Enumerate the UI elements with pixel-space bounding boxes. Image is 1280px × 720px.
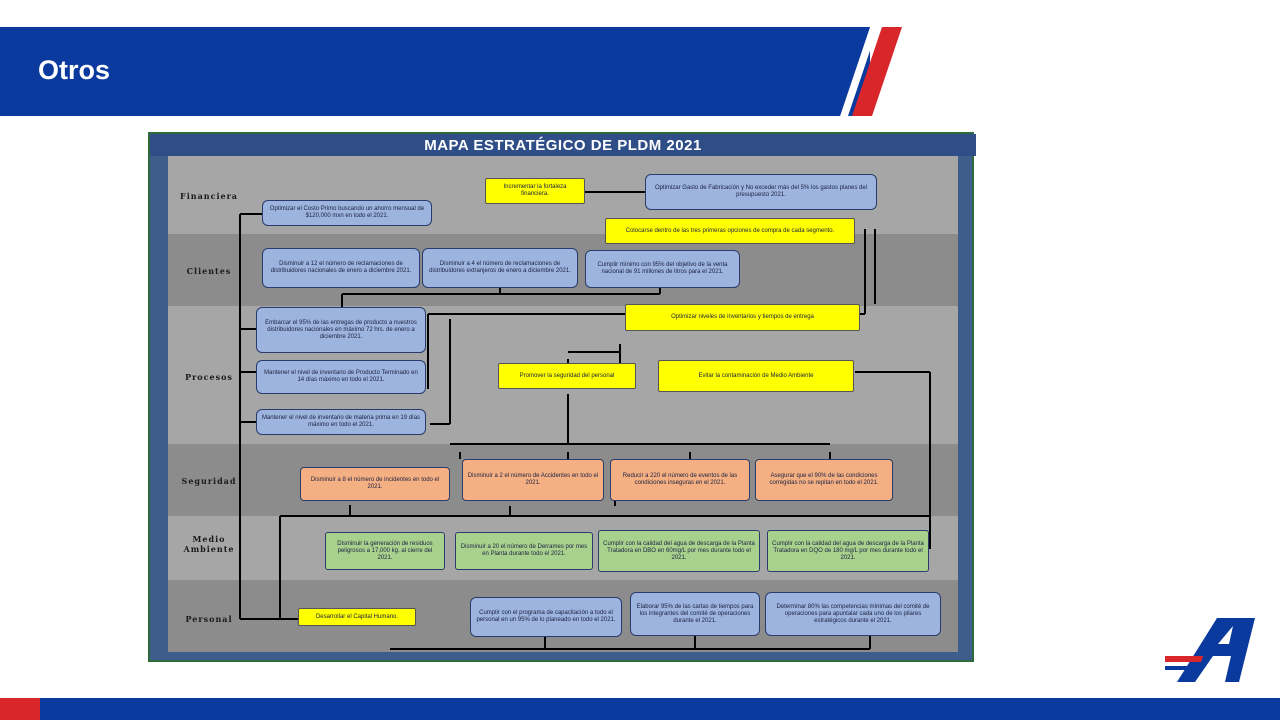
objective-capital-humano: Desarrollar el Capital Humano. [298,608,416,626]
objective-optimizar-inventarios: Optimizar niveles de inventarios y tiemp… [625,304,860,331]
objective-fortaleza-financiera: Incrementar la fortaleza financiera. [485,178,585,204]
objective-seguridad-personal: Promover la seguridad del personal [498,363,636,389]
objective-gasto-fabricacion: Optimizar Gasto de Fabricación y No exce… [645,174,877,210]
objective-incidentes: Disminuir a 8 el número de incidentes en… [300,467,450,501]
slide-title: Otros [38,55,111,85]
objective-residuos-peligrosos: Disminuir la generación de residuos peli… [325,532,445,570]
objective-competencias: Determinar 80% las competencias mínimas … [765,592,941,636]
objective-costo-primo: Optimizar el Costo Primo buscando un aho… [262,200,432,226]
band-label-clientes: Clientes [186,266,232,276]
objective-agua-dbo: Cumplir con la calidad del agua de desca… [598,530,760,572]
map-title: MAPA ESTRATÉGICO DE PLDM 2021 [424,137,702,154]
objective-cartas-tiempos: Elaborar 95% de las cartas de tiempos pa… [630,592,760,636]
header-band [0,27,870,116]
objective-materia-prima: Mantener el nivel de inventario de mater… [256,409,426,435]
objective-accidentes: Disminuir a 2 el número de Accidentes en… [462,459,604,501]
band-label-financiera: Financiera [180,191,238,201]
objective-embarcar: Embarcar el 95% de las entregas de produ… [256,307,426,353]
band-label-seguridad: Seguridad [181,476,237,486]
objective-contaminacion: Evitar la contaminación de Medio Ambient… [658,360,854,392]
band-label-medio-ambiente: Medio Ambiente [183,534,235,554]
objective-reclamaciones-extranjeros: Disminuir a 4 el número de reclamaciones… [422,248,578,288]
objective-venta-nacional: Cumplir mínimo con 95% del objetivo de l… [585,250,740,288]
objective-capacitacion: Cumplir con el programa de capacitación … [470,597,622,637]
band-label-personal: Personal [185,614,233,624]
objective-agua-dqo: Cumplir con la calidad del agua de desca… [767,530,929,572]
company-logo [1165,618,1255,682]
header-stripes [830,27,902,116]
objective-condiciones-inseguras: Reducir a 220 el número de eventos de la… [610,459,750,501]
band-label-procesos: Procesos [185,372,233,382]
footer-band [0,698,1280,720]
footer-accent [0,698,40,720]
objective-asegurar-condiciones: Asegurar que el 90% de las condiciones c… [755,459,893,501]
objective-producto-terminado: Mantener el nivel de inventario de Produ… [256,360,426,394]
objective-reclamaciones-nacionales: Disminuir a 12 el número de reclamacione… [262,248,420,288]
strategic-map: MAPA ESTRATÉGICO DE PLDM 2021 Financiera… [148,132,976,662]
objective-derrames: Disminuir a 20 el número de Derrames por… [455,532,593,570]
objective-colocarse: Colocarse dentro de las tres primeras op… [605,218,855,244]
